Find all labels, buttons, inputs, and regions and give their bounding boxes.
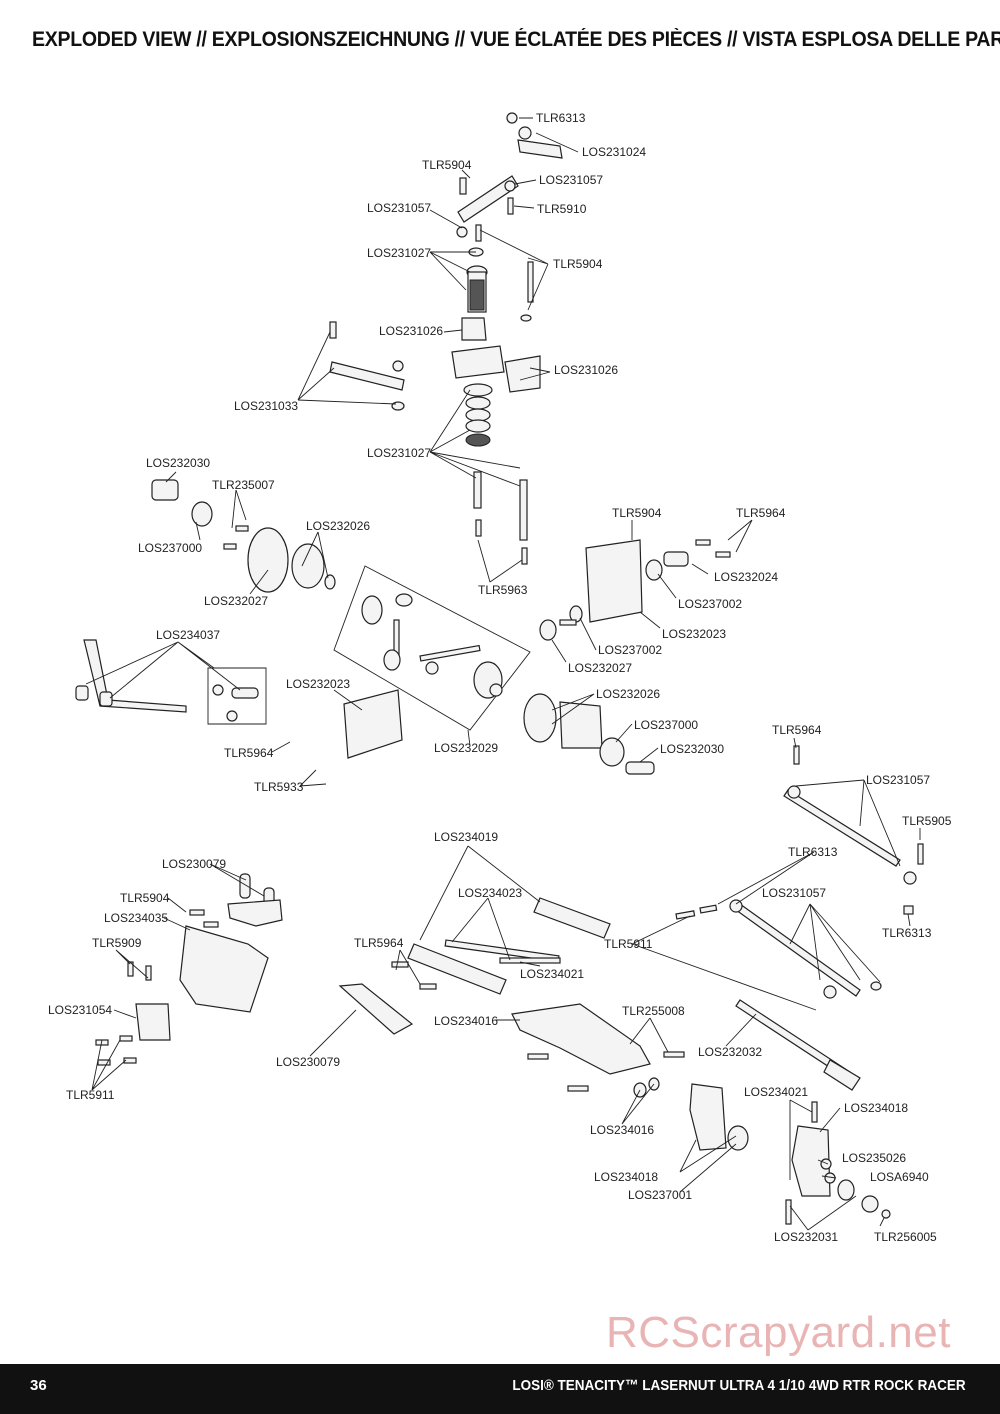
page-title: EXPLODED VIEW // EXPLOSIONSZEICHNUNG // … (32, 28, 1000, 51)
part-label: LOS232030 (660, 742, 724, 756)
part-label: TLR5904 (612, 506, 662, 520)
part-label: LOS232023 (662, 627, 726, 641)
part-drawings (75, 112, 924, 1225)
part-label: LOS234018 (594, 1170, 658, 1184)
part-label: TLR5964 (772, 723, 822, 737)
part-label: LOS234021 (520, 967, 584, 981)
part-label: LOS231026 (379, 324, 443, 338)
part-label: LOS231024 (582, 145, 646, 159)
part-label: LOS231027 (367, 246, 431, 260)
part-label: TLR5904 (553, 257, 603, 271)
leader-lines (85, 117, 921, 1231)
page-number: 36 (30, 1377, 47, 1394)
part-label: TLR6313 (788, 845, 838, 859)
part-label: LOS234035 (104, 911, 168, 925)
part-label: LOS237002 (678, 597, 742, 611)
part-label: TLR5910 (537, 202, 587, 216)
part-label: LOS231054 (48, 1003, 112, 1017)
part-label: LOS232029 (434, 741, 498, 755)
part-label: LOS232031 (774, 1230, 838, 1244)
part-label: TLR5964 (354, 936, 404, 950)
part-label: LOS232026 (596, 687, 660, 701)
part-label: LOS237002 (598, 643, 662, 657)
part-label: LOS237000 (138, 541, 202, 555)
part-label: LOS234021 (744, 1085, 808, 1099)
part-label: LOS232027 (568, 661, 632, 675)
part-label: LOS231033 (234, 399, 298, 413)
part-label: LOS235026 (842, 1151, 906, 1165)
part-label: TLR235007 (212, 478, 275, 492)
part-label: LOS231026 (554, 363, 618, 377)
part-label: LOS231057 (762, 886, 826, 900)
part-label: LOS232026 (306, 519, 370, 533)
part-label: TLR5933 (254, 780, 304, 794)
part-label: TLR5911 (66, 1088, 115, 1102)
watermark: RCScrapyard.net (606, 1308, 951, 1357)
part-label: LOS231057 (539, 173, 603, 187)
part-label: LOS234018 (844, 1101, 908, 1115)
part-label: TLR6313 (882, 926, 932, 940)
part-label: LOSA6940 (870, 1170, 929, 1184)
part-label: LOS231027 (367, 446, 431, 460)
part-label: TLR6313 (536, 111, 586, 125)
part-label: TLR256005 (874, 1230, 937, 1244)
part-label: LOS230079 (162, 857, 226, 871)
part-label: LOS234016 (434, 1014, 498, 1028)
part-label: LOS231057 (866, 773, 930, 787)
part-label: TLR5905 (902, 814, 952, 828)
part-label: LOS232024 (714, 570, 778, 584)
part-label: TLR5964 (736, 506, 786, 520)
part-label: LOS232023 (286, 677, 350, 691)
part-label: TLR5963 (478, 583, 528, 597)
part-label: TLR5964 (224, 746, 274, 760)
part-label: LOS237000 (634, 718, 698, 732)
part-label: LOS234037 (156, 628, 220, 642)
part-label: TLR5904 (120, 891, 170, 905)
part-label: LOS231057 (367, 201, 431, 215)
part-label: LOS232027 (204, 594, 268, 608)
part-label: TLR5911 (604, 937, 653, 951)
part-label: LOS234023 (458, 886, 522, 900)
part-label: LOS232032 (698, 1045, 762, 1059)
part-label: TLR5904 (422, 158, 472, 172)
product-title: LOSI® TENACITY™ LASERNUT ULTRA 4 1/10 4W… (512, 1377, 966, 1394)
footer-bar: 36 LOSI® TENACITY™ LASERNUT ULTRA 4 1/10… (0, 1364, 1000, 1414)
part-label: TLR255008 (622, 1004, 685, 1018)
part-label: LOS234019 (434, 830, 498, 844)
part-labels: TLR6313 LOS231024 TLR5904 LOS231057 LOS2… (48, 111, 952, 1244)
part-label: LOS230079 (276, 1055, 340, 1069)
part-label: LOS237001 (628, 1188, 692, 1202)
part-label: LOS232030 (146, 456, 210, 470)
part-label: TLR5909 (92, 936, 142, 950)
part-label: LOS234016 (590, 1123, 654, 1137)
